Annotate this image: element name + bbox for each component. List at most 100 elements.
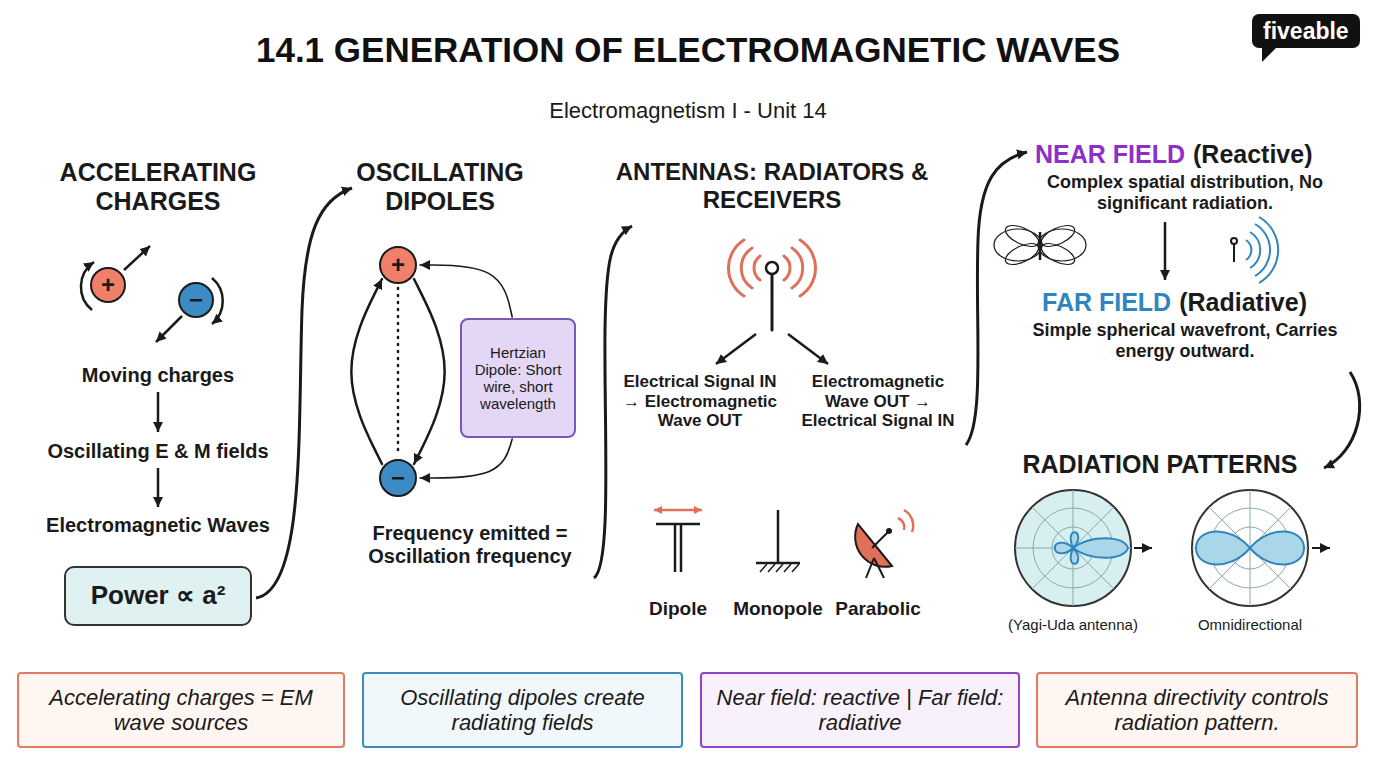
connector <box>397 288 400 455</box>
page-title: 14.1 GENERATION OF ELECTROMAGNETIC WAVES <box>0 30 1376 70</box>
negative-charge: − <box>379 459 417 497</box>
brand-badge: fiveable <box>1252 14 1360 48</box>
summary-box: Oscillating dipoles create radiating fie… <box>362 672 683 748</box>
node-text: Power ∝ a² <box>91 581 226 611</box>
down-arrow <box>157 468 160 507</box>
near-field-icon <box>994 221 1086 269</box>
polar-ring <box>1015 490 1131 606</box>
antenna-small <box>1039 232 1042 260</box>
antenna-mode: Electromagnetic Wave OUT → Electrical Si… <box>791 372 966 431</box>
formula-box: Power ∝ a² <box>64 566 252 626</box>
summary-box: Near field: reactive | Far field: radiat… <box>700 672 1020 748</box>
motion-arrow <box>124 246 150 270</box>
dipole-double-arrow <box>654 509 702 512</box>
wave-arc <box>898 510 913 532</box>
polar-plot <box>1192 490 1308 606</box>
motion-arrow <box>156 316 182 342</box>
split-arrow <box>716 334 756 364</box>
node-text: fiveable <box>1263 18 1349 44</box>
antenna-icon <box>728 240 815 330</box>
far-field-icon <box>1231 217 1278 283</box>
flow-arrow <box>1324 372 1360 468</box>
charge-circle <box>380 247 416 283</box>
polar-spoke <box>1015 490 1131 606</box>
charge-circle <box>380 460 416 496</box>
connector <box>420 439 512 478</box>
wave-arc <box>728 240 760 296</box>
node-text: Hertzian Dipole: Short wire, short wavel… <box>470 344 566 413</box>
yagi-lobe <box>1055 532 1128 564</box>
section-heading: RADIATION PATTERNS <box>995 450 1325 479</box>
down-arrow <box>157 392 160 432</box>
node-text: − <box>189 286 203 314</box>
flow-step: Electromagnetic Waves <box>13 514 303 537</box>
monopole-symbol <box>756 510 800 563</box>
flow-arrow <box>966 152 1027 445</box>
antenna-tip <box>766 262 778 274</box>
section-heading: ACCELERATING CHARGES <box>33 158 283 216</box>
section-heading: NEAR FIELD <box>1035 140 1185 169</box>
positive-charge: + <box>90 267 126 303</box>
field-loop <box>1002 239 1041 269</box>
heading-qualifier: (Radiative) <box>1179 288 1307 317</box>
plot-caption: (Yagi-Uda antenna) <box>988 616 1158 633</box>
dipole-symbol <box>656 524 700 572</box>
note-text: Frequency emitted = Oscillation frequenc… <box>350 522 590 568</box>
omni-lobe <box>1196 531 1304 564</box>
field-loop <box>994 229 1042 261</box>
antenna-tip <box>1231 238 1237 244</box>
antenna-mode: Electrical Signal IN → Electromagnetic W… <box>615 372 785 431</box>
node-text: + <box>101 271 115 299</box>
flow-step: Moving charges <box>28 364 288 387</box>
field-loop <box>1038 239 1077 269</box>
antenna-small <box>1233 244 1235 262</box>
heading-qualifier: (Reactive) <box>1193 140 1313 169</box>
down-arrow <box>1164 222 1167 280</box>
flow-arrow <box>256 188 352 598</box>
polar-ring <box>1192 490 1308 606</box>
antenna-mast <box>771 274 774 330</box>
icon-label: Parabolic <box>823 598 933 620</box>
connector <box>420 265 512 317</box>
description-text: Complex spatial distribution, No signifi… <box>1025 172 1345 213</box>
field-loop <box>1038 221 1077 251</box>
section-heading: OSCILLATING DIPOLES <box>335 158 545 216</box>
section-heading: FAR FIELD <box>1042 288 1171 317</box>
negative-charge: − <box>178 282 214 318</box>
pattern-arrow <box>1134 547 1152 549</box>
icon-label: Dipole <box>623 598 733 620</box>
pattern-arrow <box>1312 547 1330 549</box>
node-text: − <box>391 464 405 492</box>
badge-tail <box>1262 48 1276 62</box>
flow-step: Oscillating E & M fields <box>13 440 303 463</box>
connector <box>351 279 382 464</box>
connector <box>414 279 445 464</box>
polar-spoke <box>1192 490 1308 606</box>
field-loop <box>1002 221 1041 251</box>
node-text: Antenna directivity controls radiation p… <box>1046 685 1348 736</box>
split-arrow <box>788 334 828 364</box>
charge-circle <box>91 268 125 302</box>
polar-plot <box>1015 490 1131 606</box>
subtitle: Electromagnetism I - Unit 14 <box>388 98 988 123</box>
field-loop <box>1038 229 1086 261</box>
section-heading: ANTENNAS: RADIATORS & RECEIVERS <box>592 158 952 213</box>
dish-feed-tip <box>886 528 892 534</box>
node-text: Oscillating dipoles create radiating fie… <box>372 685 673 736</box>
node-text: Near field: reactive | Far field: radiat… <box>710 685 1010 736</box>
callout-box: Hertzian Dipole: Short wire, short wavel… <box>460 318 576 438</box>
node-text: + <box>391 251 405 279</box>
dish-feed <box>866 532 888 578</box>
positive-charge: + <box>379 246 417 284</box>
wave-arc <box>784 240 816 296</box>
node-text: Accelerating charges = EM wave sources <box>27 685 335 736</box>
charge-circle <box>179 283 213 317</box>
icon-label: Monopole <box>723 598 833 620</box>
plot-caption: Omnidirectional <box>1165 616 1335 633</box>
ground-hatch <box>760 564 799 572</box>
summary-box: Antenna directivity controls radiation p… <box>1036 672 1358 748</box>
summary-box: Accelerating charges = EM wave sources <box>17 672 345 748</box>
description-text: Simple spherical wavefront, Carries ener… <box>1025 320 1345 361</box>
wavefront <box>1246 217 1278 283</box>
